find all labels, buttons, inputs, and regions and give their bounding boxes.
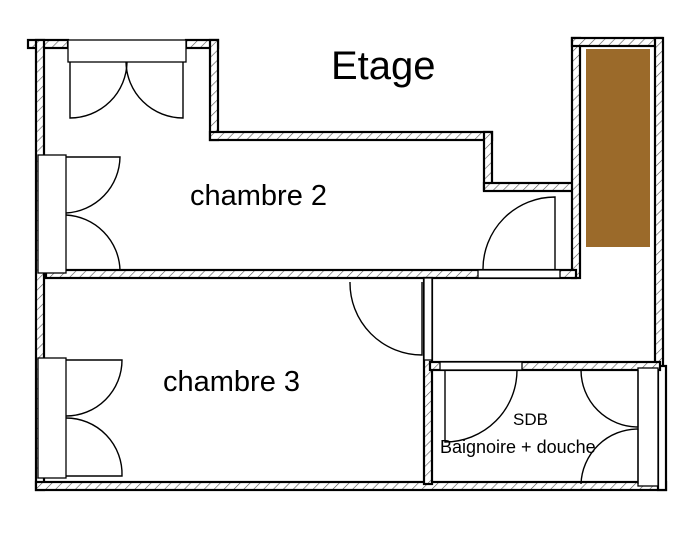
room-label-chambre-3: chambre 3	[163, 366, 301, 398]
door-swings	[65, 61, 639, 485]
door-ch2-closet-b-icon	[65, 214, 121, 271]
door-ch3-entry-icon	[349, 281, 423, 356]
door-top-right-icon	[125, 61, 184, 119]
exterior-walls	[26, 36, 668, 492]
door-sdb-entry-icon	[444, 369, 518, 443]
room-label-sdb: SDB	[513, 410, 548, 429]
door-ch3-closet-a-icon	[65, 359, 123, 417]
door-openings	[37, 39, 659, 487]
room-sublabel-sdb: Baignoire + douche	[440, 437, 596, 457]
stair-block	[586, 49, 650, 247]
floor-title: Etage	[331, 44, 436, 88]
door-ch2-closet-a-icon	[65, 156, 121, 214]
door-top-left-icon	[69, 61, 128, 119]
door-sdb-closet-a-icon	[580, 369, 639, 428]
door-ch3-closet-b-icon	[65, 417, 123, 477]
room-label-chambre-2: chambre 2	[190, 180, 328, 212]
door-ch2-entry-icon	[482, 196, 556, 271]
door-sdb-closet-b-icon	[580, 428, 639, 485]
